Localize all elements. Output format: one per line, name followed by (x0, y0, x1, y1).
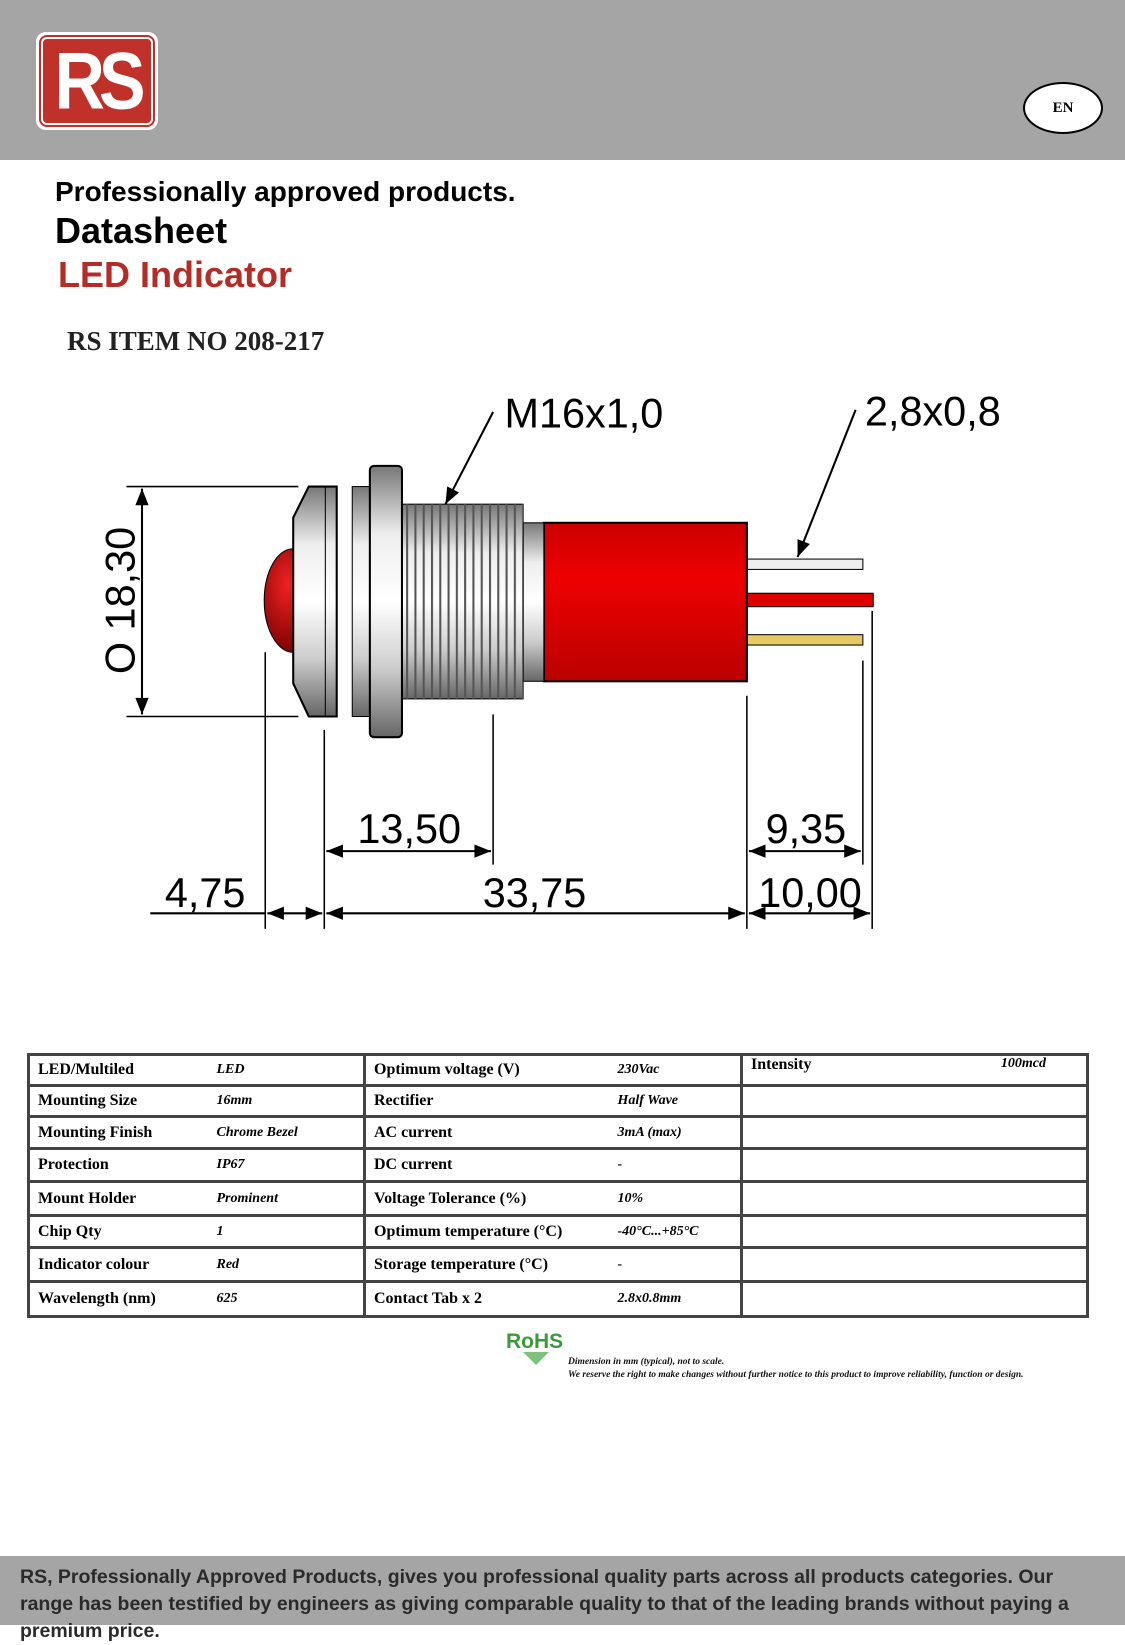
led-indicator-illustration (263, 464, 874, 739)
spec-label (740, 1214, 982, 1249)
spec-value (981, 1214, 1089, 1249)
spec-label: Mounting Size (27, 1084, 209, 1118)
tab-label: 2,8x0,8 (865, 388, 1001, 434)
spec-label: Chip Qty (27, 1214, 209, 1249)
rohs-check-icon (523, 1352, 549, 1365)
spec-label: Wavelength (nm) (27, 1280, 209, 1318)
spec-label: Protection (27, 1147, 209, 1183)
spec-value: 16mm (208, 1084, 366, 1118)
spec-label (740, 1246, 982, 1283)
spec-label: LED/Multiled (27, 1053, 209, 1087)
spec-label: Mount Holder (27, 1180, 209, 1217)
footer-text: RS, Professionally Approved Products, gi… (20, 1566, 1069, 1642)
spec-label: Rectifier (363, 1084, 610, 1118)
spec-value: Prominent (208, 1180, 366, 1217)
spec-label (740, 1084, 982, 1118)
spec-label (740, 1115, 982, 1150)
spec-label: Optimum voltage (V) (363, 1053, 610, 1087)
spec-value: 100mcd (981, 1053, 1089, 1087)
spec-label: Intensity (740, 1053, 982, 1087)
spec-label: Indicator colour (27, 1246, 209, 1283)
spec-value: LED (208, 1053, 366, 1087)
rs-logo: RS (36, 32, 158, 130)
spec-value (981, 1084, 1089, 1118)
spec-label: Contact Tab x 2 (363, 1280, 610, 1318)
spec-value: 230Vac (609, 1053, 743, 1087)
spec-value (981, 1147, 1089, 1183)
dimension-lines (135, 409, 871, 920)
thread-label: M16x1,0 (505, 391, 664, 437)
doc-type-title: Datasheet (55, 210, 228, 251)
dim-4-75: 4,75 (165, 870, 246, 916)
spec-value: Red (208, 1246, 366, 1283)
spec-label: Voltage Tolerance (%) (363, 1180, 610, 1217)
footer-bar: RS, Professionally Approved Products, gi… (0, 1556, 1125, 1642)
diameter-label: O 18,30 (98, 527, 144, 674)
spec-label: DC current (363, 1147, 610, 1183)
spec-value: 2.8x0.8mm (609, 1280, 743, 1318)
spec-value (981, 1246, 1089, 1283)
tagline: Professionally approved products. (55, 176, 516, 207)
spec-value: 10% (609, 1180, 743, 1217)
spec-value: 625 (208, 1280, 366, 1318)
spec-label (740, 1280, 982, 1318)
spec-value: -40°C...+85°C (609, 1214, 743, 1249)
spec-label (740, 1180, 982, 1217)
disclaimer-notes: Dimension in mm (typical), not to scale.… (568, 1357, 1024, 1380)
spec-value (981, 1180, 1089, 1217)
spec-value: - (609, 1147, 743, 1183)
extension-lines (126, 485, 873, 929)
spec-label: Optimum temperature (°C) (363, 1214, 610, 1249)
spec-value: Chrome Bezel (208, 1115, 366, 1150)
spec-value (981, 1115, 1089, 1150)
item-number: RS ITEM NO 208-217 (67, 326, 325, 356)
language-badge[interactable]: EN (1023, 82, 1103, 134)
dim-33-75: 33,75 (483, 870, 587, 916)
rohs-logo: RoHS (506, 1330, 564, 1353)
spec-value (981, 1280, 1089, 1318)
spec-label (740, 1147, 982, 1183)
spec-label: Storage temperature (°C) (363, 1246, 610, 1283)
dim-9-35: 9,35 (766, 806, 847, 852)
product-title: LED Indicator (58, 254, 293, 295)
dim-13-50: 13,50 (357, 806, 461, 852)
spec-value: - (609, 1246, 743, 1283)
dim-10-00: 10,00 (758, 870, 862, 916)
spec-label: AC current (363, 1115, 610, 1150)
spec-value: 1 (208, 1214, 366, 1249)
spec-value: 3mA (max) (609, 1115, 743, 1150)
spec-value: Half Wave (609, 1084, 743, 1118)
spec-value: IP67 (208, 1147, 366, 1183)
header-bar: RS EN (0, 0, 1125, 160)
technical-drawing: M16x1,0 2,8x0,8 O 18,30 13,50 9,35 4,75 … (98, 388, 1001, 929)
spec-label: Mounting Finish (27, 1115, 209, 1150)
